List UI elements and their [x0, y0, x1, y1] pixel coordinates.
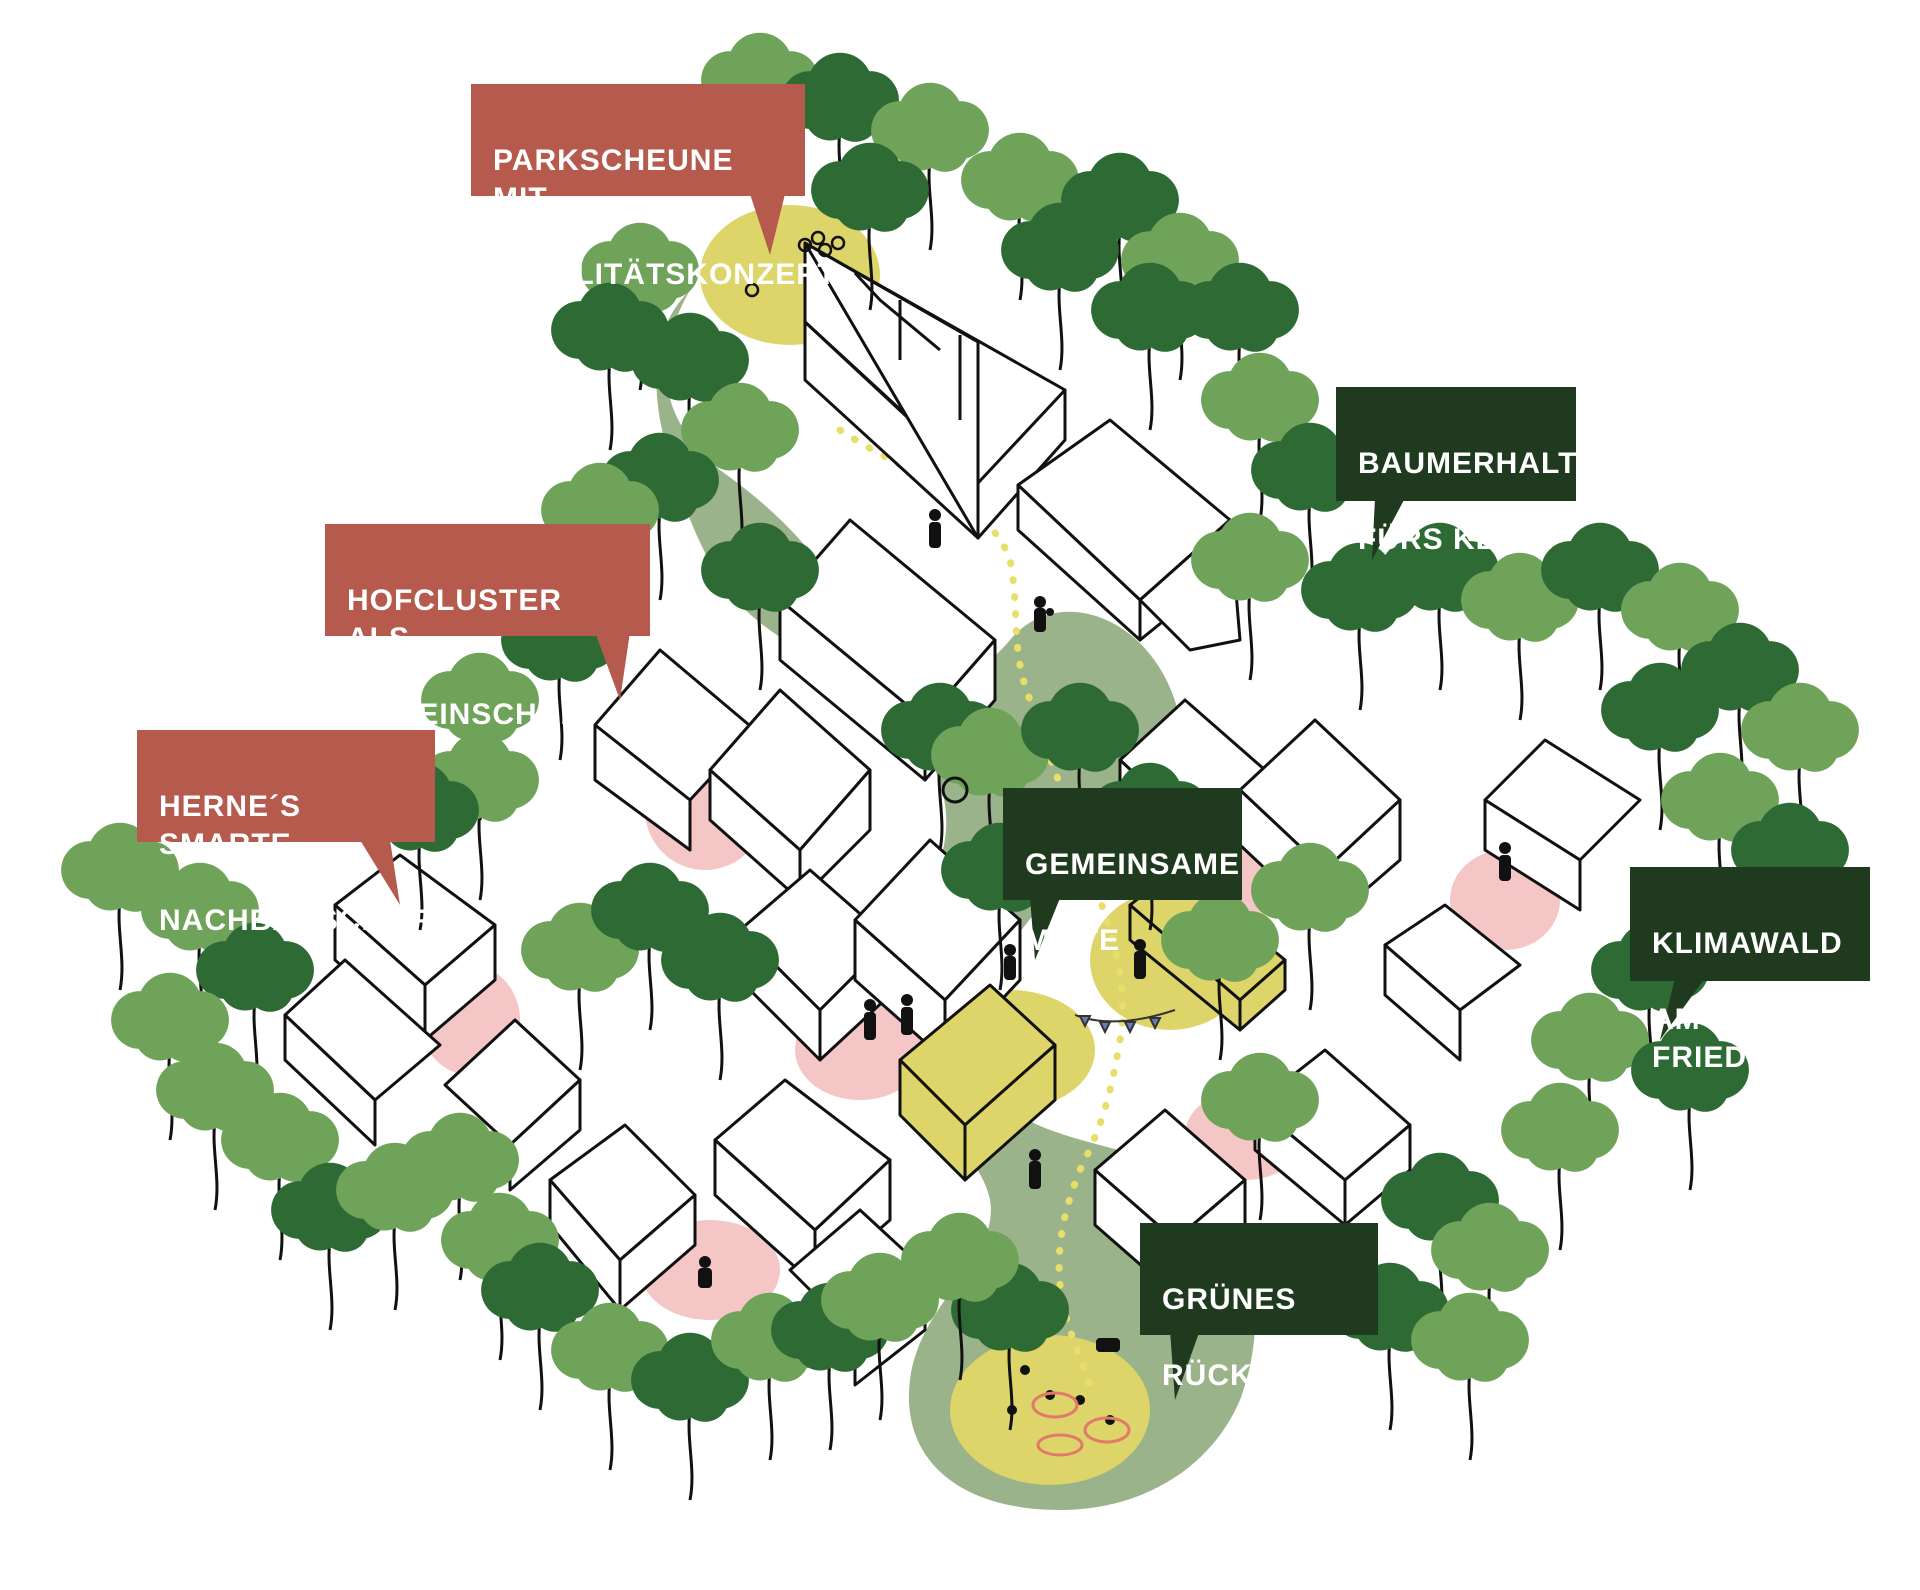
callout-baumerhalt-line1: BAUMERHALT [1358, 445, 1554, 483]
tree [1411, 1293, 1529, 1460]
callout-hofcluster: HOFCLUSTER ALS GEMEINSCHAFT [325, 524, 650, 636]
person-walker-1 [929, 509, 941, 521]
callout-hofcluster-line2: GEMEINSCHAFT [347, 696, 628, 734]
person-south-walker [1029, 1149, 1041, 1161]
callout-klimawald: KLIMAWALD AM FRIEDHOF [1630, 867, 1870, 981]
tree [1001, 203, 1119, 370]
callout-herne-line1: HERNE´S SMARTE [159, 788, 413, 864]
callout-parkscheune-line2: MOBILITÄTSKONZEPT [493, 256, 783, 294]
callout-klimawald-line2: AM FRIEDHOF [1652, 1001, 1848, 1077]
person-pair-1 [864, 999, 876, 1011]
callout-herne-line2: NACHBARSCHAFT [159, 902, 413, 940]
yellow-zone-playground [950, 1335, 1150, 1485]
callout-gruenes-rueckgrat-line1: GRÜNES [1162, 1281, 1356, 1319]
person-east [1499, 842, 1511, 854]
callout-parkscheune-line1: PARKSCHEUNE MIT [493, 142, 783, 218]
person-pair-2 [901, 994, 913, 1006]
callout-gemeinsame-mitte-line2: MITTE [1025, 922, 1220, 960]
callout-herne: HERNE´S SMARTE NACHBARSCHAFT [137, 730, 435, 842]
callout-hofcluster-line1: HOFCLUSTER ALS [347, 582, 628, 658]
person-seated [699, 1256, 711, 1268]
tree [1091, 263, 1209, 430]
callout-gemeinsame-mitte: GEMEINSAME MITTE [1003, 788, 1242, 900]
callout-gemeinsame-mitte-line1: GEMEINSAME [1025, 846, 1220, 884]
callout-parkscheune: PARKSCHEUNE MIT MOBILITÄTSKONZEPT [471, 84, 805, 196]
callout-gruenes-rueckgrat-line2: RÜCKGRAT [1162, 1357, 1356, 1395]
callout-baumerhalt: BAUMERHALT FÜRS KLIMA [1336, 387, 1576, 501]
callout-baumerhalt-line2: FÜRS KLIMA [1358, 521, 1554, 559]
person-family [1034, 596, 1046, 608]
callout-klimawald-line1: KLIMAWALD [1652, 925, 1848, 963]
callout-gruenes-rueckgrat: GRÜNES RÜCKGRAT [1140, 1223, 1378, 1335]
